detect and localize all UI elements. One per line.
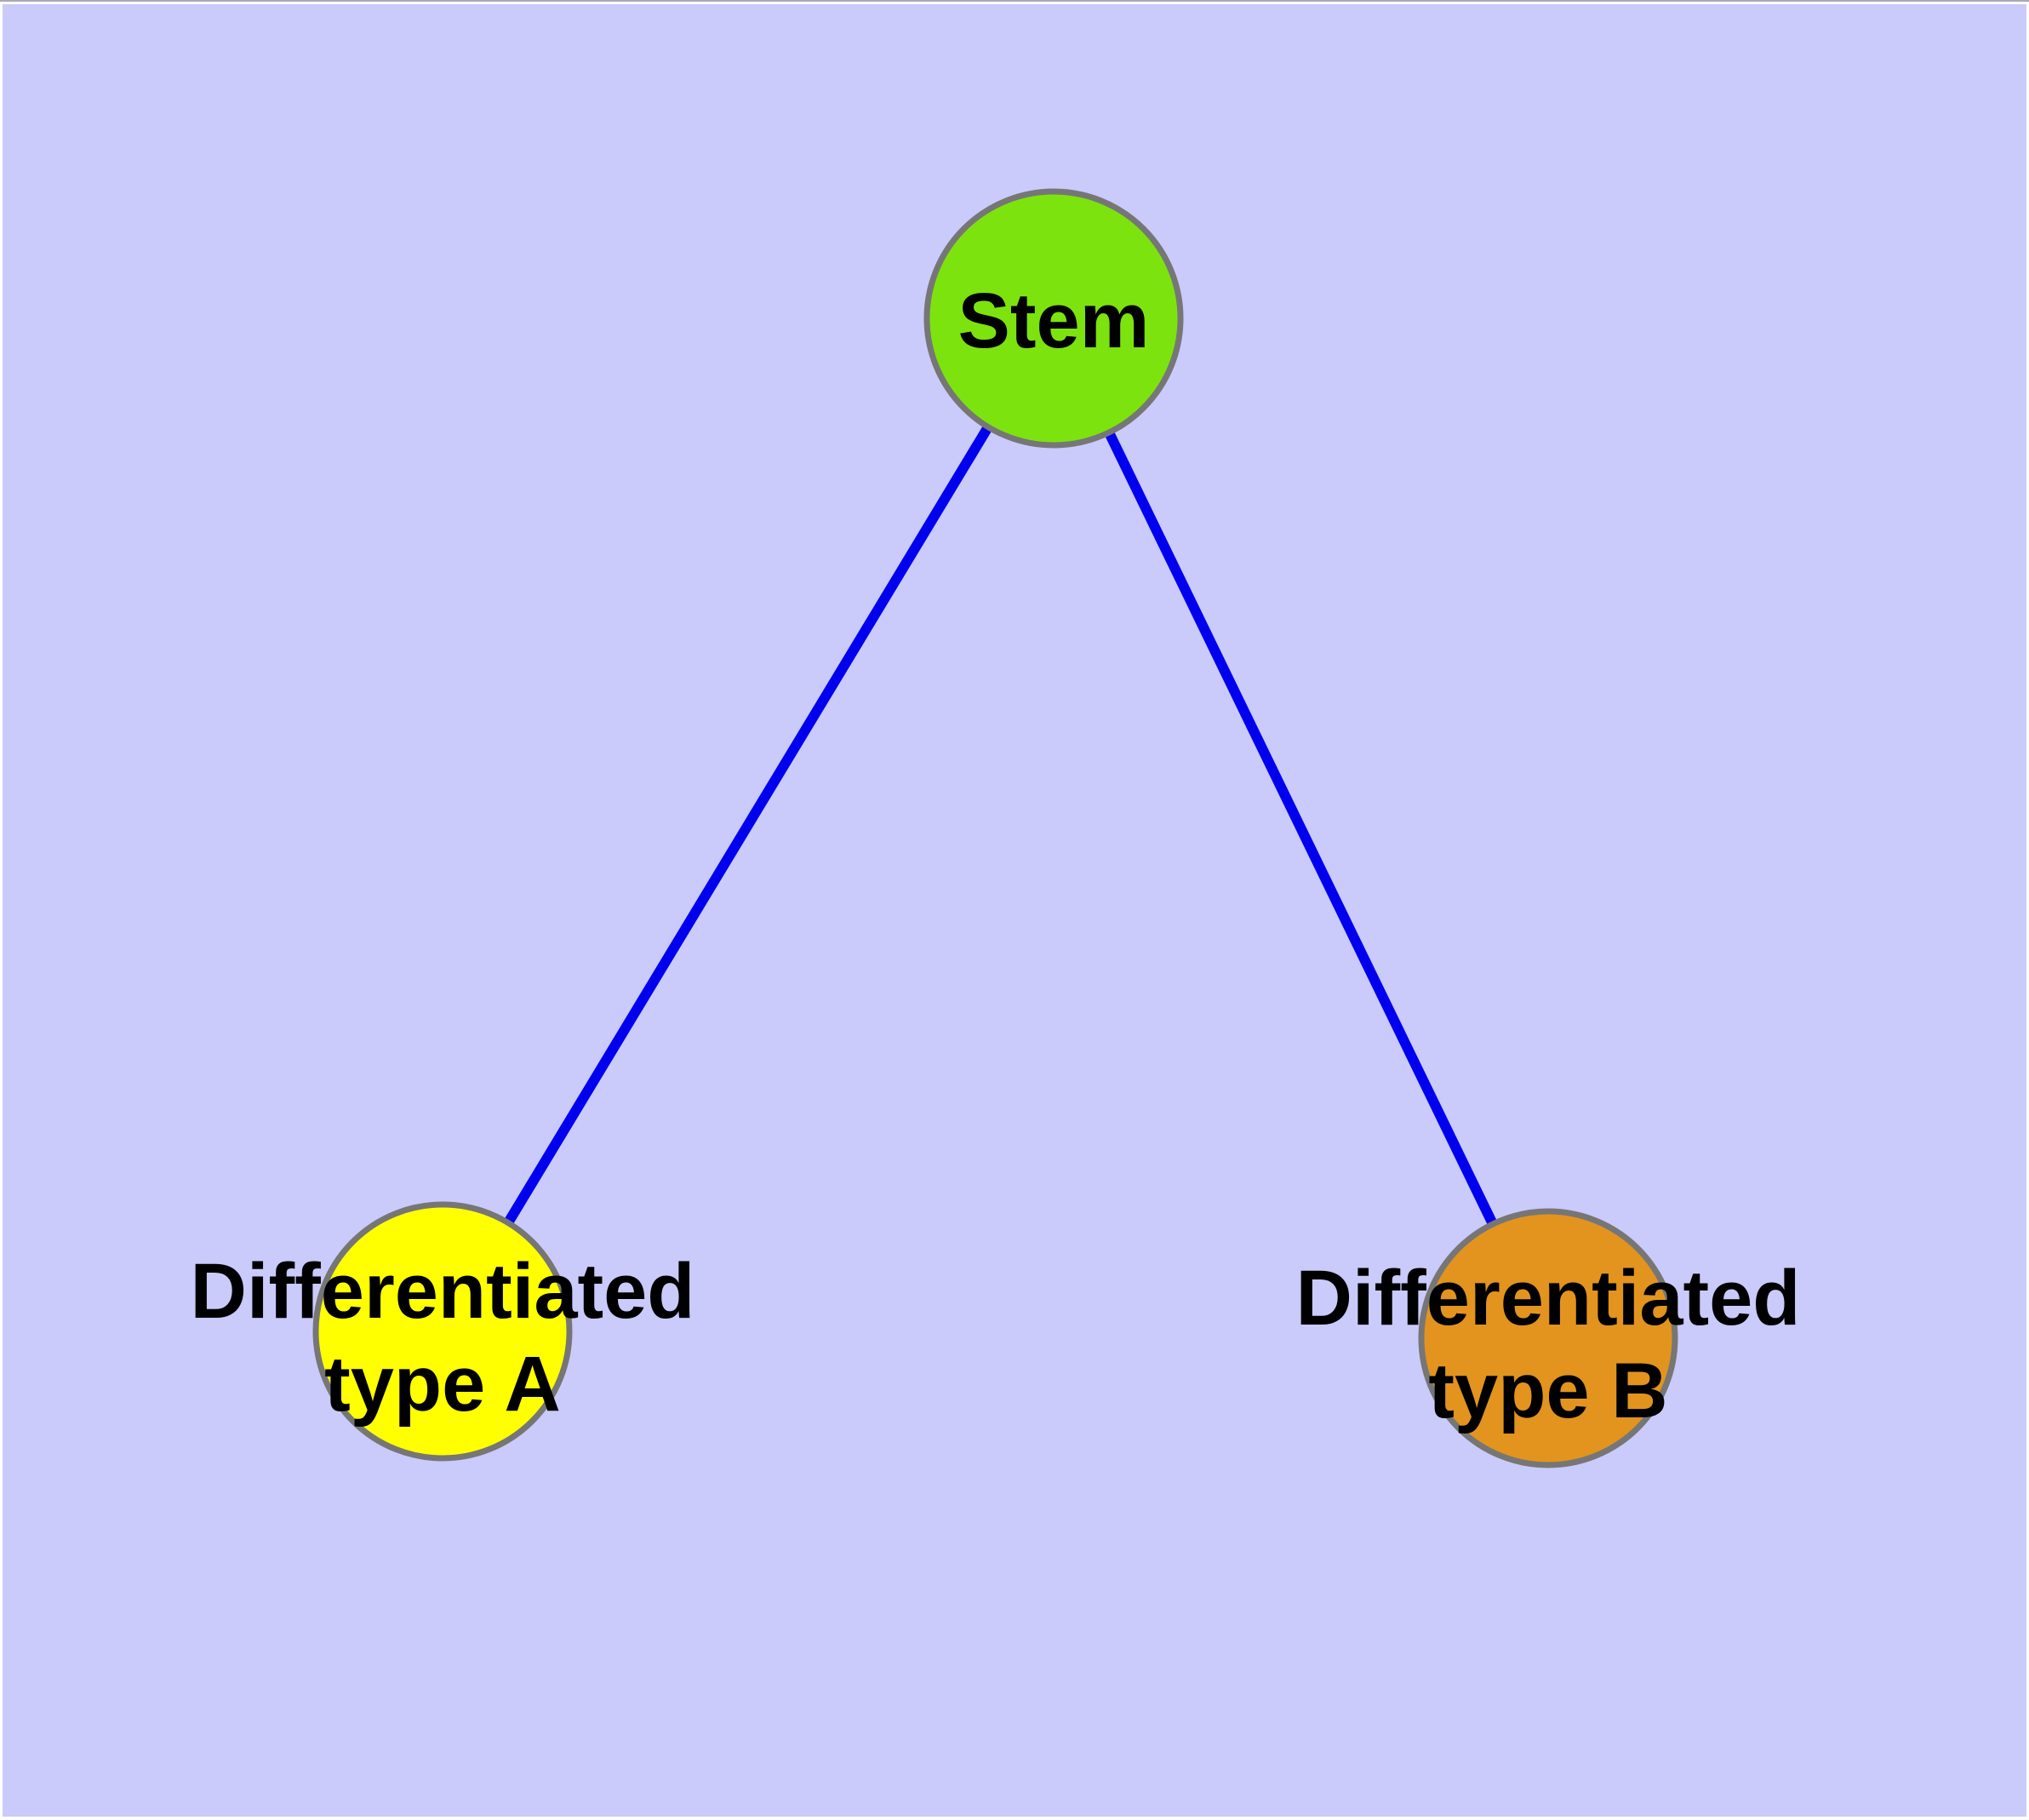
type-b-node [1418,1208,1678,1468]
type-a-node [312,1201,573,1462]
stem-label: Stem [958,278,1150,364]
edges [437,315,1553,1341]
type-a-label-line2: type A [324,1341,561,1428]
type-a-label-line1: Differentiated [191,1248,695,1335]
window-top-edge [0,0,2029,2]
type-b-label-line2: type B [1428,1348,1667,1434]
type-b-label-line1: Differentiated [1296,1255,1801,1342]
node-labels: Stem Differentiated type A Differentiate… [191,278,1801,1434]
nodes [312,188,1678,1468]
edge-stem-to-type-a [437,315,1059,1335]
stem-node [923,188,1184,449]
edge-stem-to-type-b [1049,316,1553,1341]
